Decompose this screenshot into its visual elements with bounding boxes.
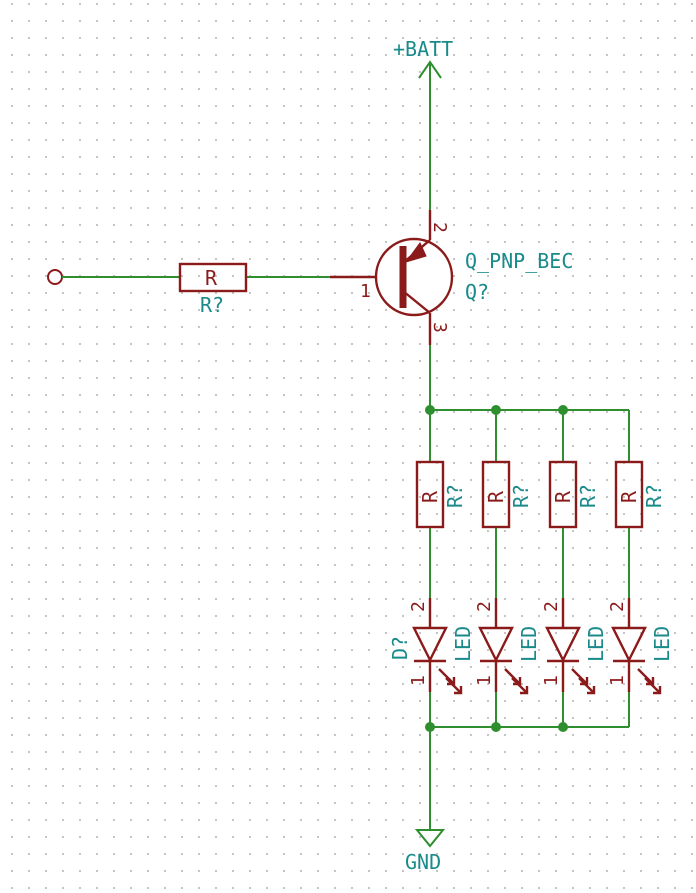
led-pin-cathode: 1 [541, 675, 562, 686]
junction-dot [425, 405, 435, 415]
pin-base: 1 [360, 281, 371, 302]
transistor-value: Q_PNP_BEC [465, 249, 573, 273]
base-resistor-ref: R? [200, 293, 224, 317]
pin-collector: 3 [429, 322, 450, 333]
led-pin-anode: 2 [607, 601, 628, 612]
gnd-label: GND [405, 850, 441, 874]
led-pin-anode: 2 [541, 601, 562, 612]
branch-led[interactable]: 2 1 LED D? [388, 598, 475, 695]
transistor-ref: Q? [465, 280, 489, 304]
led-value: LED [650, 626, 674, 662]
junction-dot [491, 405, 501, 415]
base-resistor[interactable]: R R? [178, 262, 248, 317]
power-symbol-gnd[interactable]: GND [405, 829, 446, 874]
led-pin-cathode: 1 [607, 675, 628, 686]
junctions [425, 405, 568, 732]
branch-resistor-value: R [617, 490, 641, 503]
branch-resistor-ref: R? [443, 484, 467, 508]
junction-dot [425, 722, 435, 732]
led-ref: D? [388, 636, 412, 660]
power-symbol-batt[interactable]: +BATT [393, 37, 453, 210]
base-resistor-value: R [205, 266, 218, 290]
junction-dot [558, 405, 568, 415]
led-value: LED [584, 626, 608, 662]
led-pin-anode: 2 [408, 601, 429, 612]
led-value: LED [451, 626, 475, 662]
branch-resistor-value: R [418, 490, 442, 503]
batt-label: +BATT [393, 37, 453, 61]
branch-resistor-ref: R? [509, 484, 533, 508]
branch-resistor-value: R [484, 490, 508, 503]
branch-resistor-ref: R? [576, 484, 600, 508]
branch-led[interactable]: 2 1 LED [607, 598, 674, 695]
input-terminal[interactable] [47, 269, 63, 285]
led-pin-anode: 2 [474, 601, 495, 612]
pnp-transistor[interactable]: 1 2 3 Q_PNP_BEC Q? [330, 210, 573, 345]
branch-led[interactable]: 2 1 LED [541, 598, 608, 695]
junction-dot [558, 722, 568, 732]
led-pin-cathode: 1 [474, 675, 495, 686]
branch-resistor-value: R [551, 490, 575, 503]
led-value: LED [517, 626, 541, 662]
pin-emitter: 2 [429, 222, 450, 233]
branch-resistor-ref: R? [642, 484, 666, 508]
junction-dot [491, 722, 501, 732]
led-pin-cathode: 1 [408, 675, 429, 686]
branch-led[interactable]: 2 1 LED [474, 598, 541, 695]
